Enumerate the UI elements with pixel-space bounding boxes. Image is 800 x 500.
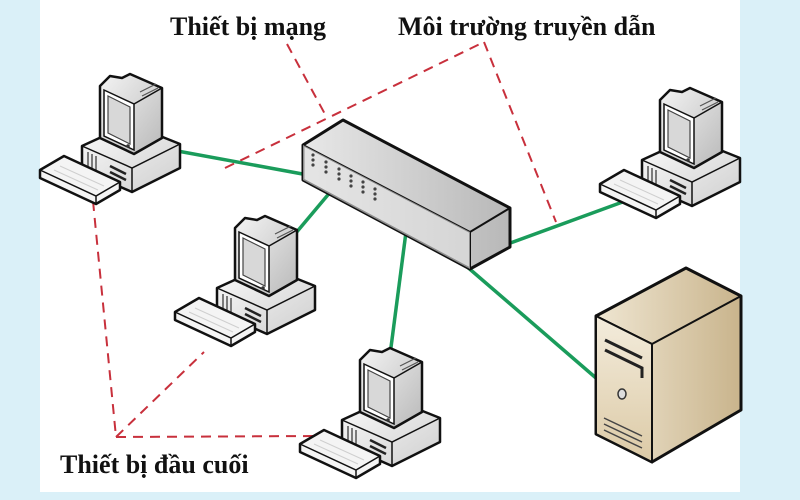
- label-transmission-medium: Môi trường truyền dẫn: [398, 12, 656, 41]
- link-pc-top-right: [504, 198, 629, 247]
- workstation-icon-bottom-center: [298, 346, 442, 480]
- link-server: [463, 263, 598, 380]
- annotation-line-medium-right: [483, 41, 557, 223]
- server-icon: [594, 266, 743, 464]
- link-pc-bottom-center: [388, 231, 408, 356]
- annotation-line-medium-left: [224, 41, 485, 169]
- label-end-devices: Thiết bị đầu cuối: [60, 450, 249, 479]
- network-switch-icon: [301, 118, 512, 271]
- label-network-device: Thiết bị mạng: [170, 12, 326, 41]
- annotation-line-end-bottom: [115, 435, 317, 438]
- annotation-lines: [92, 41, 557, 438]
- workstation-icon-top-right: [598, 86, 742, 220]
- annotation-line-end-middle: [115, 351, 205, 438]
- link-pc-top-left: [171, 148, 309, 177]
- workstation-icon-top-left: [38, 72, 182, 206]
- annotation-line-network-device: [286, 43, 327, 117]
- annotation-line-end-left: [92, 200, 117, 438]
- workstation-icon-middle-left: [173, 214, 317, 348]
